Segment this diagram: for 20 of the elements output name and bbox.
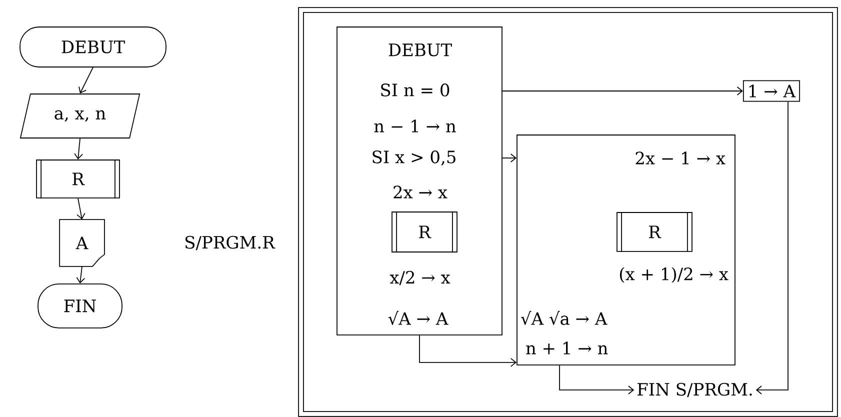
end-text: FIN S/PRGM. [638, 382, 752, 398]
end-terminal: FIN [38, 284, 122, 328]
arrow [559, 364, 634, 394]
input-parallelogram: a, x, n [20, 94, 140, 138]
arrow [502, 154, 517, 162]
arrow [74, 138, 83, 160]
subroutine-box: R [392, 211, 458, 253]
arrow [76, 198, 86, 220]
arrow [76, 266, 86, 284]
arrow [502, 86, 743, 96]
arrow [419, 335, 517, 367]
subroutine-box: R [616, 212, 692, 252]
subprogram-frame [298, 7, 838, 417]
arrow [756, 101, 788, 394]
subroutine-box: R [36, 159, 120, 199]
start-terminal: DEBUT [20, 26, 166, 68]
arrow [78, 67, 94, 94]
process-box: 1 → A [742, 80, 800, 102]
subprogram-label: S/PRGM.R [186, 236, 276, 250]
output-document: A [59, 219, 105, 267]
